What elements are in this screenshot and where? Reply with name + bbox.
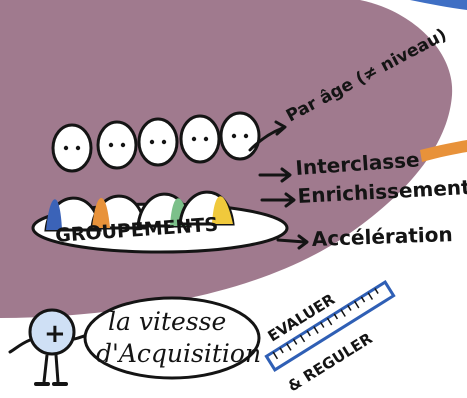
bubble-line-1: la vitesse: [108, 307, 226, 336]
bubble-line-2: d'Acquisition: [96, 339, 261, 368]
head-icon: [137, 117, 179, 167]
head-icon: [179, 114, 221, 164]
orange-stripe: [420, 140, 467, 162]
arrow-icon: [258, 167, 292, 183]
character-badge: +: [44, 319, 66, 349]
speech-bubble: la vitesse d'Acquisition: [83, 296, 261, 380]
blue-stripe: [410, 0, 467, 10]
people-group: [44, 111, 261, 232]
head-icon: [51, 123, 93, 173]
branch-text-acceleration: Accélération: [311, 222, 453, 251]
ruler-icon: [264, 280, 396, 372]
head-icon: [219, 111, 261, 161]
character-icon: +: [8, 308, 98, 386]
arrow-icon: [248, 120, 287, 152]
arrow-icon: [260, 192, 296, 208]
head-icon: [96, 120, 138, 170]
arrow-icon: [276, 234, 309, 250]
